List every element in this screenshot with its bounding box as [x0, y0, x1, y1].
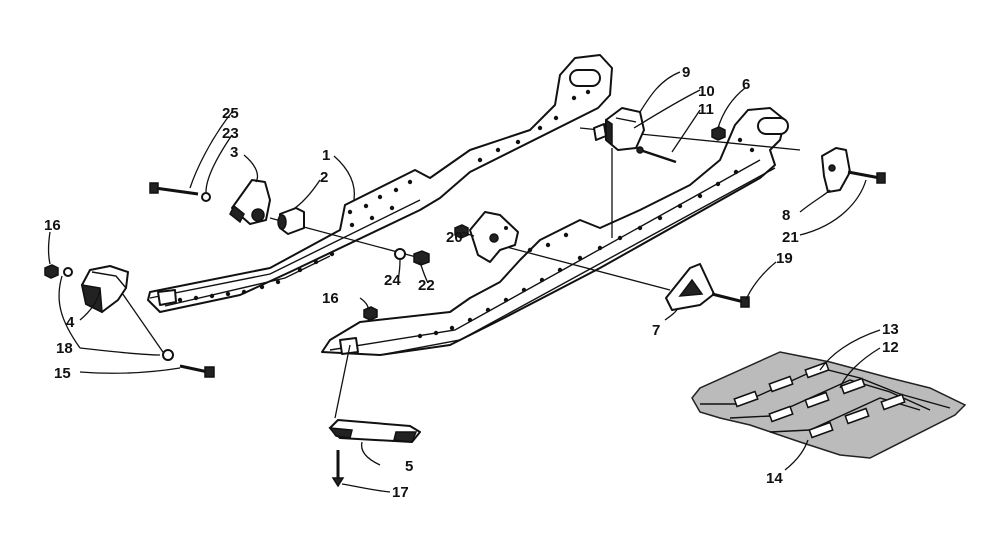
nut-16-left	[44, 264, 59, 279]
label-11: 11	[698, 101, 714, 118]
washer-23	[201, 192, 211, 202]
label-18: 18	[56, 340, 73, 357]
part-number-labels: 1 2 3 4 5 6 7 8 9 10 11 12 13 14 15 16 1…	[44, 64, 899, 501]
right-slide-rail	[321, 107, 789, 356]
left-slide-rail	[147, 54, 613, 313]
pivot-block	[229, 179, 271, 225]
nut-6	[711, 126, 726, 141]
label-15: 15	[54, 365, 71, 382]
nut-16-right	[363, 306, 378, 321]
label-6: 6	[742, 76, 750, 93]
leader-lines	[47, 71, 881, 493]
label-14: 14	[766, 470, 783, 487]
label-16-right: 16	[322, 290, 339, 307]
bolt-21	[847, 170, 886, 184]
label-9: 9	[682, 64, 690, 81]
label-23: 23	[222, 125, 239, 142]
bolt-19	[711, 292, 750, 308]
label-13: 13	[882, 321, 899, 338]
label-1: 1	[322, 147, 330, 164]
spacer-bushing	[277, 207, 305, 235]
bumper-cap	[81, 265, 129, 314]
label-24: 24	[384, 272, 401, 289]
label-25: 25	[222, 105, 239, 122]
label-16-left: 16	[44, 217, 61, 234]
rail-tip	[328, 419, 421, 443]
label-5: 5	[405, 458, 413, 475]
end-block	[605, 107, 645, 151]
washer-18	[162, 349, 174, 361]
label-17: 17	[392, 484, 409, 501]
washer-left	[63, 267, 73, 277]
bolt-25	[149, 182, 199, 196]
label-19: 19	[776, 250, 793, 267]
label-21: 21	[782, 229, 799, 246]
label-2: 2	[320, 169, 328, 186]
label-3: 3	[230, 144, 238, 161]
track-section	[691, 351, 967, 459]
end-bracket	[821, 147, 851, 193]
triangle-bracket	[665, 263, 715, 311]
washer-24	[394, 248, 406, 260]
screw-17	[331, 450, 345, 488]
label-22: 22	[418, 277, 435, 294]
label-4: 4	[66, 314, 75, 331]
pin-11	[636, 146, 677, 164]
nut-22	[413, 250, 430, 266]
label-10: 10	[698, 83, 715, 100]
nut-20	[454, 224, 469, 239]
label-12: 12	[882, 339, 899, 356]
label-8: 8	[782, 207, 790, 224]
bolt-15	[179, 364, 215, 378]
label-7: 7	[652, 322, 660, 339]
center-bracket	[469, 211, 519, 263]
small-clip	[593, 123, 607, 141]
label-20: 20	[446, 229, 463, 246]
